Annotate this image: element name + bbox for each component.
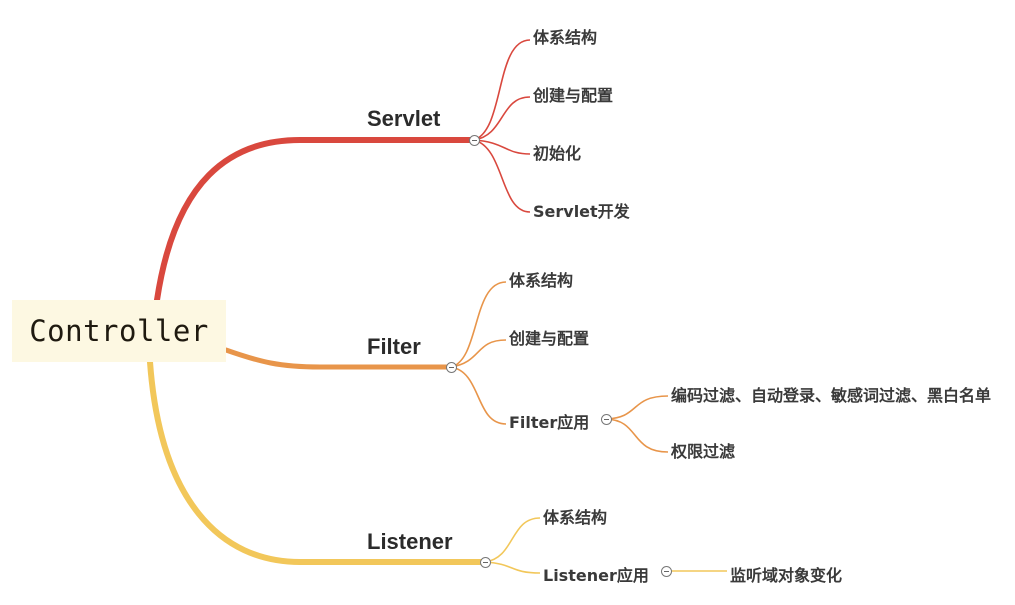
servlet-child-link-1: [473, 39, 531, 141]
filter-item-architecture[interactable]: 体系结构: [509, 271, 574, 290]
listener-collapse-icon[interactable]: [480, 557, 491, 568]
filter-child-link-3: [450, 366, 507, 425]
filter-app-link-1: [605, 395, 669, 420]
filter-item-create-config[interactable]: 创建与配置: [509, 329, 590, 348]
listener-main-branch: [147, 359, 488, 565]
filter-app-link-2: [605, 418, 669, 453]
servlet-collapse-icon[interactable]: [469, 135, 480, 146]
filter-child-link-2: [450, 339, 507, 368]
servlet-node[interactable]: Servlet: [367, 106, 441, 131]
filter-item-application[interactable]: Filter应用: [509, 413, 590, 432]
listener-child-link-1: [484, 517, 541, 563]
filter-app-item-permission[interactable]: 权限过滤: [671, 442, 736, 461]
servlet-main-branch: [154, 137, 477, 303]
servlet-item-init[interactable]: 初始化: [533, 144, 582, 163]
listener-app-item-scope-change[interactable]: 监听域对象变化: [730, 566, 843, 585]
listener-node[interactable]: Listener: [367, 529, 453, 554]
servlet-child-link-2: [473, 96, 531, 141]
filter-node[interactable]: Filter: [367, 334, 421, 359]
filter-child-link-1: [450, 281, 507, 368]
filter-main-branch: [223, 347, 454, 370]
servlet-child-link-3: [473, 139, 531, 155]
servlet-item-architecture[interactable]: 体系结构: [533, 28, 598, 47]
servlet-child-link-4: [473, 139, 531, 213]
filter-collapse-icon[interactable]: [446, 362, 457, 373]
filter-app-collapse-icon[interactable]: [601, 414, 612, 425]
root-label: Controller: [29, 314, 209, 348]
listener-child-link-2: [484, 561, 541, 574]
listener-app-collapse-icon[interactable]: [661, 566, 672, 577]
servlet-item-create-config[interactable]: 创建与配置: [533, 86, 614, 105]
listener-item-architecture[interactable]: 体系结构: [543, 508, 608, 527]
root-node[interactable]: Controller: [12, 300, 226, 362]
servlet-item-dev[interactable]: Servlet开发: [533, 202, 630, 221]
listener-item-application[interactable]: Listener应用: [543, 566, 649, 585]
filter-app-item-encoding[interactable]: 编码过滤、自动登录、敏感词过滤、黑白名单: [671, 386, 992, 405]
